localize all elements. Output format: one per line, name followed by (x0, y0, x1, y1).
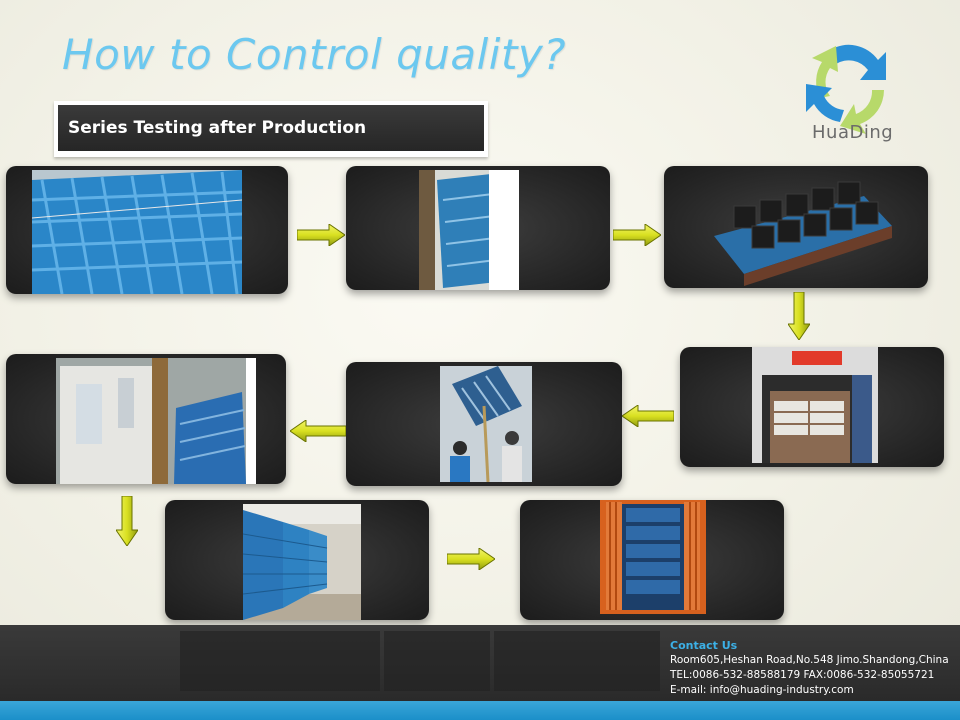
subtitle-text: Series Testing after Production (58, 105, 484, 151)
orange-shipping-container-photo (600, 500, 706, 614)
step-card-warehouse-storage (165, 500, 429, 620)
step-card-load-test (664, 166, 928, 288)
yellow-arrow-icon (788, 292, 810, 340)
step-card-lift-test (346, 362, 622, 486)
step-card-container-loading (520, 500, 784, 620)
workers-lifting-pallet-photo (440, 366, 532, 482)
recycle-arrows-icon (806, 44, 886, 134)
cabinet-and-pallets-photo (56, 358, 256, 484)
step-card-upright-inspection (346, 166, 610, 290)
subtitle-banner: Series Testing after Production (54, 101, 488, 157)
contact-heading: Contact Us (670, 639, 738, 652)
yellow-arrow-icon (116, 496, 138, 546)
contact-phones: TEL:0086-532-88588179 FAX:0086-532-85055… (670, 669, 935, 681)
yellow-arrow-icon (290, 420, 346, 442)
step-card-surface-inspection (6, 166, 288, 294)
step-card-heat-chamber-test (680, 347, 944, 467)
contact-email[interactable]: E-mail: info@huading-industry.com (670, 684, 854, 696)
yellow-arrow-icon (622, 405, 674, 427)
slide-title: How to Control quality? (62, 30, 567, 79)
blue-pallet-standing-photo (419, 170, 519, 290)
logo-text: HuaDing (812, 122, 894, 143)
contact-block: Contact Us Room605,Heshan Road,No.548 Ji… (670, 638, 949, 698)
yellow-arrow-icon (613, 224, 661, 246)
footer-bar (0, 625, 960, 701)
stacked-pallets-warehouse-photo (243, 504, 361, 620)
weights-on-pallet-photo (714, 181, 892, 286)
blue-grid-pallet-photo (32, 170, 242, 294)
test-room-with-sacks-photo (752, 347, 878, 463)
footer-accent-band (0, 701, 960, 720)
contact-address: Room605,Heshan Road,No.548 Jimo.Shandong… (670, 654, 949, 666)
step-card-climate-cabinet-test (6, 354, 286, 484)
yellow-arrow-icon (297, 224, 345, 246)
yellow-arrow-icon (447, 548, 495, 570)
